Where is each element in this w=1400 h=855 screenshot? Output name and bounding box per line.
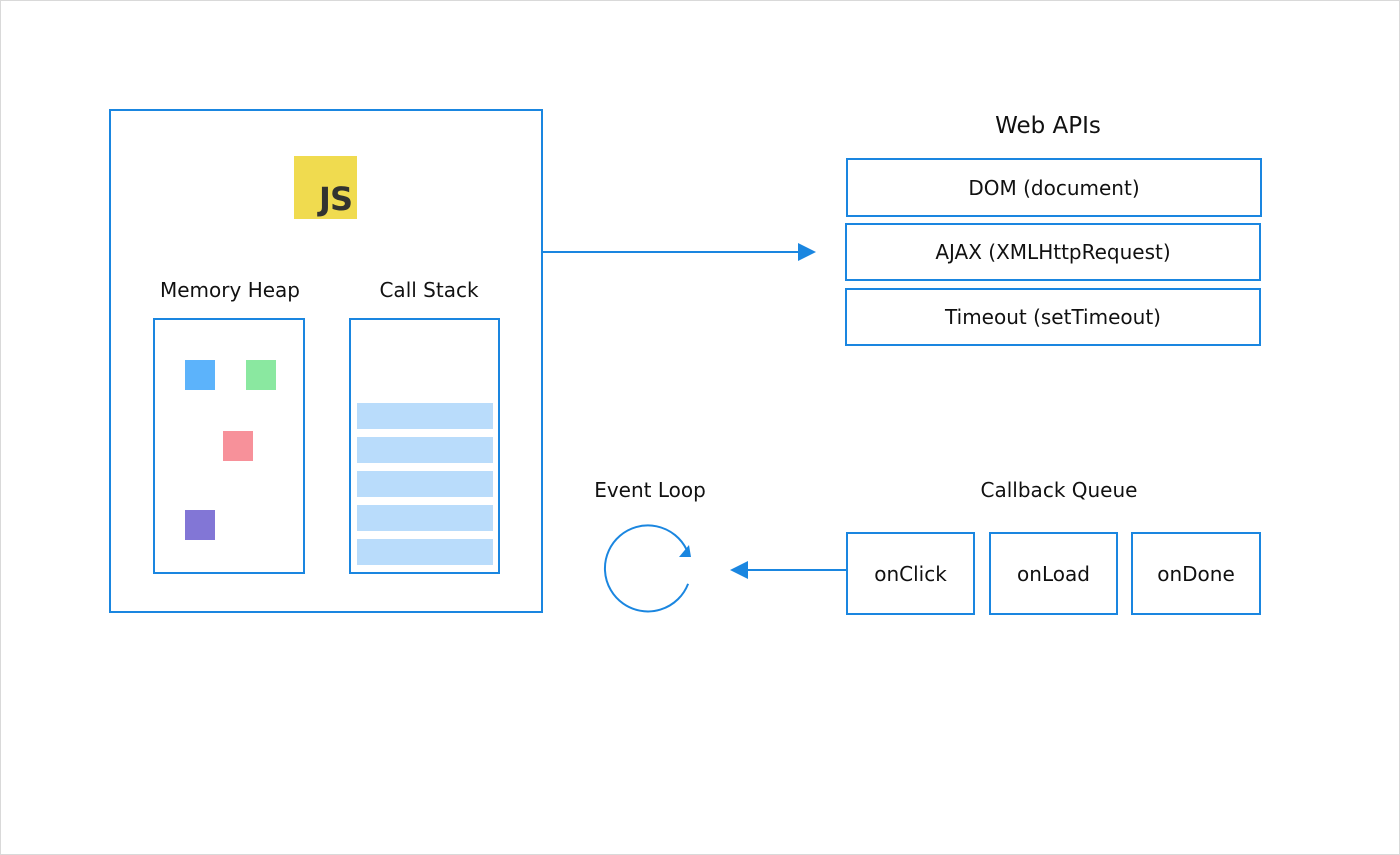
stack-frame (357, 539, 493, 565)
memory-heap-box (153, 318, 305, 574)
web-api-timeout: Timeout (setTimeout) (845, 288, 1261, 346)
engine-to-web-apis-arrow (543, 243, 816, 261)
stack-frame (357, 471, 493, 497)
web-api-ajax: AJAX (XMLHttpRequest) (845, 223, 1261, 281)
js-logo: JS (294, 156, 357, 219)
web-api-dom: DOM (document) (846, 158, 1262, 217)
web-apis-title: Web APIs (995, 113, 1101, 139)
stack-frame (357, 403, 493, 429)
event-loop-icon (603, 524, 691, 613)
callback-onload: onLoad (989, 532, 1118, 615)
callback-ondone: onDone (1131, 532, 1261, 615)
event-loop-label: Event Loop (594, 478, 706, 502)
heap-object-red (223, 431, 253, 461)
callback-queue-label: Callback Queue (980, 478, 1138, 502)
callback-onclick: onClick (846, 532, 975, 615)
js-logo-text: JS (319, 180, 353, 218)
heap-object-green (246, 360, 276, 390)
queue-to-event-loop-arrow (730, 561, 846, 579)
call-stack-label: Call Stack (379, 278, 479, 302)
heap-object-blue (185, 360, 215, 390)
stack-frame (357, 505, 493, 531)
heap-object-purple (185, 510, 215, 540)
stack-frame (357, 437, 493, 463)
memory-heap-label: Memory Heap (160, 278, 300, 302)
call-stack-box (349, 318, 500, 574)
